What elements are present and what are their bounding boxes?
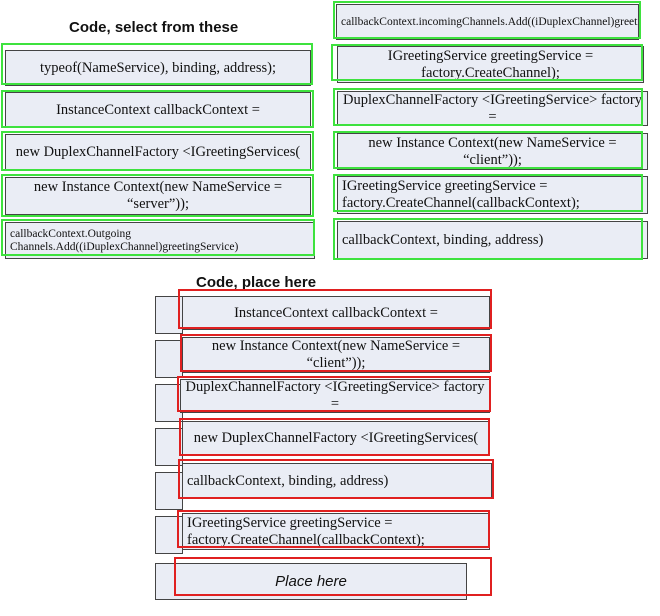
select-area-heading: Code, select from these [69,19,239,36]
placed-code[interactable]: new Instance Context(new NameService = “… [182,337,490,373]
code-option[interactable]: new Instance Context(new NameService = “… [337,133,648,170]
code-option[interactable]: InstanceContext callbackContext = [5,92,311,128]
code-option[interactable]: callbackContext.incomingChannels.Add((iD… [336,4,639,40]
code-option[interactable]: callbackContext, binding, address) [337,221,648,259]
code-option[interactable]: typeof(NameService), binding, address); [5,50,311,86]
placed-code[interactable]: DuplexChannelFactory <IGreetingService> … [180,379,490,413]
placed-code[interactable]: callbackContext, binding, address) [182,463,492,499]
drop-slot[interactable] [155,296,183,334]
drop-slot[interactable] [155,472,183,510]
code-option[interactable]: new Instance Context(new NameService = “… [5,177,311,215]
drop-slot[interactable] [155,384,183,422]
code-option[interactable]: IGreetingService greetingService = facto… [337,46,644,83]
drop-slot[interactable] [155,428,183,466]
placed-code[interactable]: new DuplexChannelFactory <IGreetingServi… [182,421,490,455]
place-area-heading: Code, place here [196,274,317,291]
code-option[interactable]: DuplexChannelFactory <IGreetingService> … [337,91,648,126]
placed-code[interactable]: InstanceContext callbackContext = [182,296,490,330]
drop-slot[interactable] [155,340,183,378]
code-option[interactable]: callbackContext.Outgoing Channels.Add((i… [5,222,315,259]
placed-code[interactable]: IGreetingService greetingService = facto… [182,513,490,550]
code-option[interactable]: IGreetingService greetingService = facto… [337,176,648,214]
code-option[interactable]: new DuplexChannelFactory <IGreetingServi… [5,134,311,170]
place-here-slot[interactable]: Place here [155,563,467,600]
drop-slot[interactable] [155,516,183,554]
